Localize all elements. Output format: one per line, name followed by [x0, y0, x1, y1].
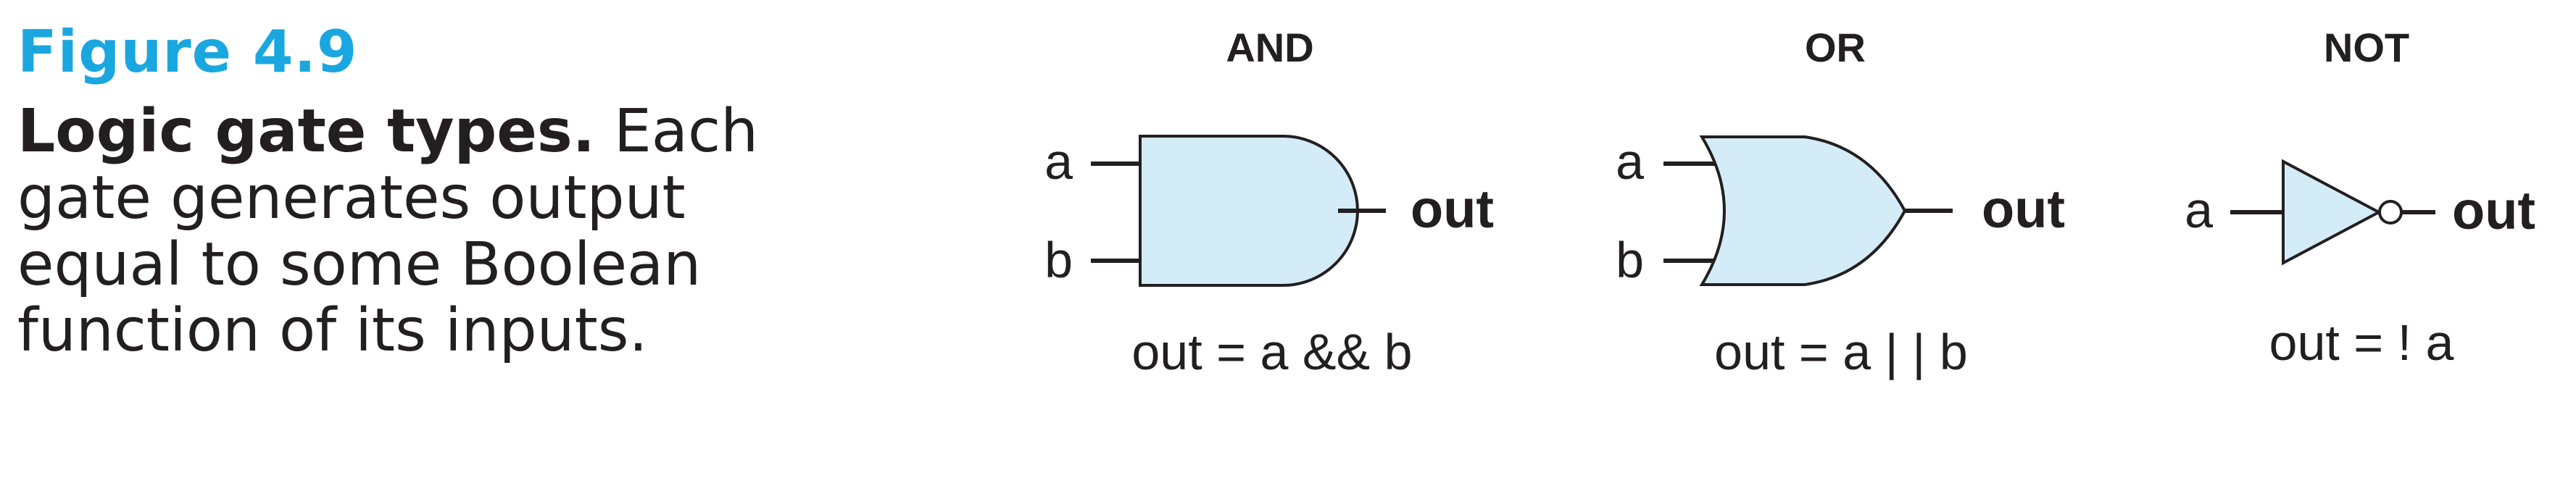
not-gate-group: NOT a out out = ! a — [2185, 25, 2535, 371]
not-input-label: a — [2185, 182, 2213, 238]
or-gate-title: OR — [1805, 25, 1866, 70]
and-expression: out = a && b — [1131, 324, 1412, 380]
not-inversion-bubble — [2378, 200, 2403, 225]
or-expression: out = a | | b — [1714, 324, 1968, 380]
caption-body: Logic gate types. Each gate generates ou… — [17, 98, 786, 364]
and-gate-group: AND a b out out = a && b — [1044, 25, 1494, 380]
figure-number: Figure 4.9 — [17, 18, 358, 85]
and-gate-title: AND — [1226, 25, 1313, 70]
or-gate-group: OR a b out out = a | | b — [1616, 25, 2065, 380]
or-gate-body — [1699, 135, 1907, 286]
not-output-label: out — [2452, 180, 2535, 240]
or-input-a-label: a — [1616, 133, 1644, 190]
and-gate-body — [1139, 135, 1359, 287]
and-input-a-label: a — [1044, 133, 1073, 190]
figure-caption: Figure 4.9 Logic gate types. Each gate g… — [17, 22, 786, 364]
not-gate-body — [2282, 159, 2382, 266]
or-output-label: out — [1982, 179, 2065, 239]
or-input-b-label: b — [1616, 232, 1644, 288]
and-output-label: out — [1410, 179, 1494, 239]
and-input-b-label: b — [1044, 232, 1073, 288]
caption-bold-lead: Logic gate types. — [17, 97, 595, 166]
not-expression: out = ! a — [2269, 314, 2454, 371]
not-gate-title: NOT — [2324, 25, 2409, 70]
caption-text: Each gate generates output equal to some… — [17, 97, 759, 366]
